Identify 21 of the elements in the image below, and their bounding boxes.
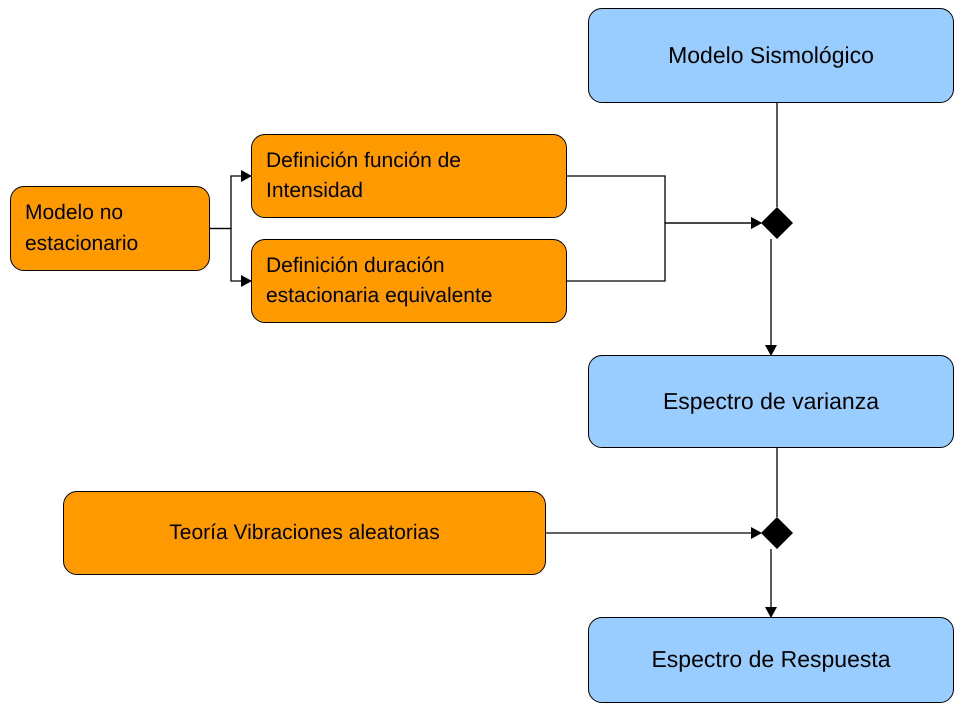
connector-arrow	[546, 527, 762, 539]
merge-diamond	[761, 517, 793, 549]
process-box	[588, 355, 954, 448]
box-label: Espectro de Respuesta	[651, 645, 891, 674]
process-box	[63, 491, 546, 575]
box-label: Modelo no estacionario	[25, 200, 140, 256]
connector-arrow	[567, 217, 762, 282]
connector-arrow	[765, 239, 777, 356]
process-box	[588, 8, 954, 103]
connector-arrow	[210, 228, 252, 287]
process-box	[251, 239, 567, 323]
connector-arrow	[765, 549, 777, 618]
merge-diamond	[761, 207, 793, 239]
box-label: Definición duración estacionaria equivalente	[266, 252, 494, 309]
box-label: Modelo Sismológico	[668, 40, 874, 70]
process-box	[251, 134, 567, 218]
box-label: Definición función de Intensidad	[266, 148, 462, 204]
process-box	[10, 186, 210, 271]
box-label: Espectro de varianza	[662, 386, 880, 416]
process-box	[588, 617, 954, 703]
box-label: Teoría Vibraciones aleatorias	[169, 520, 440, 546]
